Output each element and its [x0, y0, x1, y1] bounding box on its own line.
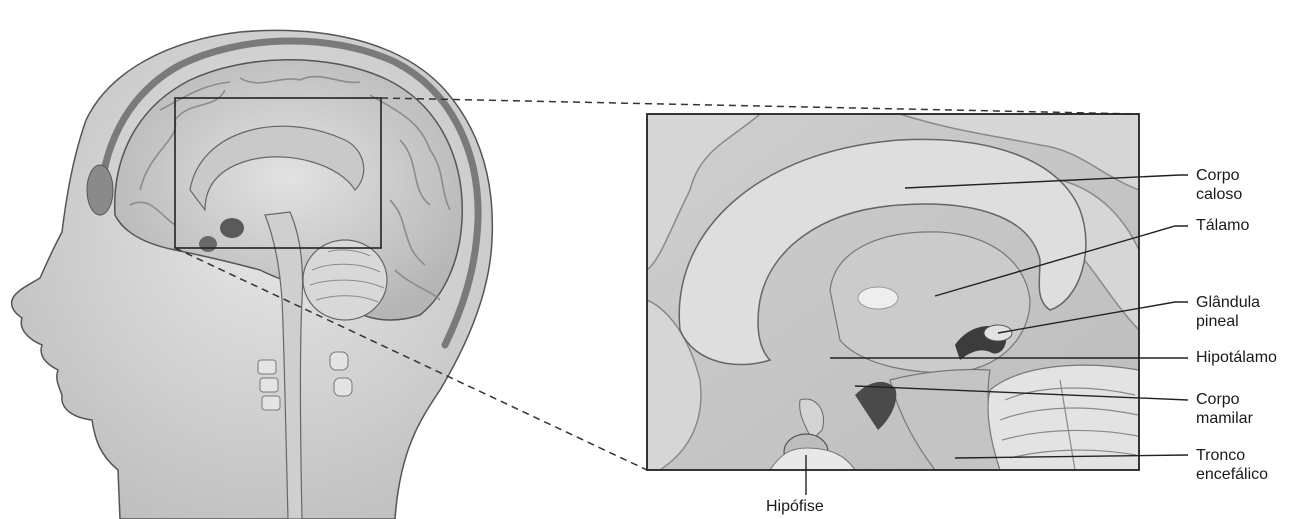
label-hipotalamo: Hipotálamo — [1196, 348, 1277, 367]
label-corpo-caloso: Corpo caloso — [1196, 166, 1242, 204]
label-hipofise-line1: Hipófise — [766, 497, 824, 516]
label-hipofise: Hipófise — [766, 497, 824, 516]
label-hipotalamo-line1: Hipotálamo — [1196, 348, 1277, 367]
head-illustration — [12, 30, 493, 519]
label-corpo-mamilar-line2: mamilar — [1196, 409, 1253, 428]
inset-detail — [647, 114, 1139, 470]
label-glandula-pineal: Glândula pineal — [1196, 293, 1260, 331]
head-sinus — [199, 236, 217, 252]
label-corpo-caloso-line2: caloso — [1196, 185, 1242, 204]
label-talamo: Tálamo — [1196, 216, 1249, 235]
label-tronco-encefalico-line2: encefálico — [1196, 465, 1268, 484]
inset-interthalamic-adhesion — [858, 287, 898, 309]
head-ventricle — [220, 218, 244, 238]
label-corpo-mamilar-line1: Corpo — [1196, 390, 1253, 409]
label-tronco-encefalico-line1: Tronco — [1196, 446, 1268, 465]
label-tronco-encefalico: Tronco encefálico — [1196, 446, 1268, 484]
label-glandula-pineal-line2: pineal — [1196, 312, 1260, 331]
inset-cerebellum — [988, 365, 1139, 470]
label-corpo-caloso-line1: Corpo — [1196, 166, 1242, 185]
ear — [87, 165, 113, 215]
label-glandula-pineal-line1: Glândula — [1196, 293, 1260, 312]
label-talamo-line1: Tálamo — [1196, 216, 1249, 235]
label-corpo-mamilar: Corpo mamilar — [1196, 390, 1253, 428]
